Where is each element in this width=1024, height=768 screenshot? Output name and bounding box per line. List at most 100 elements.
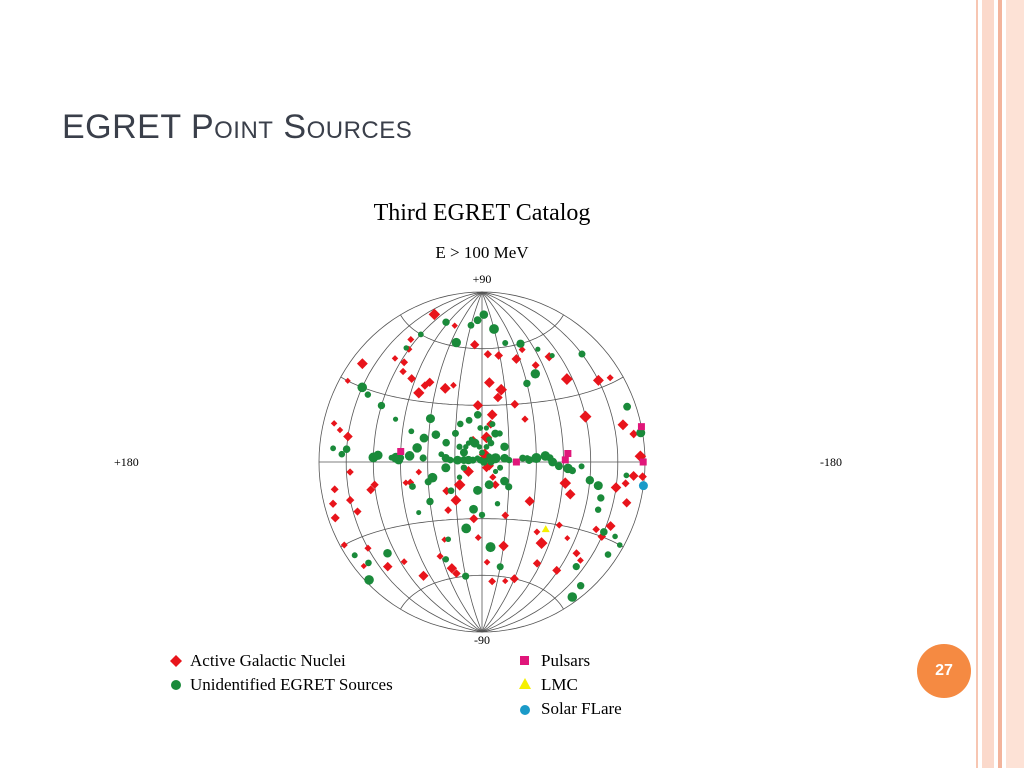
stripe — [998, 0, 1002, 768]
legend-item-agn: Active Galactic Nuclei — [170, 651, 346, 670]
agn-point — [544, 352, 554, 362]
agn-point — [370, 480, 379, 489]
unidentified-point — [479, 449, 485, 456]
unidentified-point — [616, 542, 623, 548]
unidentified-point — [456, 443, 463, 450]
stripe — [1006, 0, 1024, 768]
axis-label-right: -180 — [820, 455, 842, 469]
agn-point — [521, 415, 529, 423]
agn-point — [391, 355, 399, 362]
unidentified-point — [408, 428, 415, 435]
agn-point — [606, 374, 614, 382]
agn-point — [450, 381, 457, 389]
agn-point — [511, 354, 522, 364]
unidentified-point — [491, 429, 500, 438]
legend-label-unidentified: Unidentified EGRET Sources — [190, 675, 393, 694]
grid-parallel — [340, 518, 624, 548]
unidentified-point — [473, 316, 482, 325]
unidentified-point — [373, 450, 383, 460]
unidentified-point — [484, 480, 494, 490]
agn-point — [346, 468, 354, 476]
unidentified-point — [342, 445, 351, 454]
agn-point — [617, 419, 629, 431]
unidentified-point — [465, 416, 473, 424]
unidentified-point — [425, 414, 435, 424]
unidentified-point — [568, 467, 576, 475]
unidentified-point — [451, 429, 459, 437]
unidentified-point — [467, 321, 475, 329]
agn-point — [484, 377, 495, 388]
agn-point — [353, 507, 362, 516]
unidentified-point — [426, 497, 434, 506]
agn-point — [610, 482, 622, 493]
unidentified-point — [502, 339, 509, 346]
agn-point — [494, 351, 504, 360]
agn-point — [330, 420, 338, 427]
unidentified-point — [623, 472, 630, 479]
agn-point — [579, 410, 592, 423]
pulsar-point — [397, 448, 405, 456]
agn-point — [472, 400, 484, 411]
unidentified-point — [364, 575, 374, 585]
agn-point — [493, 392, 503, 403]
unidentified-point — [530, 369, 541, 379]
pulsar-point — [512, 458, 520, 466]
unidentified-point — [500, 442, 509, 451]
legend-label-pulsars: Pulsars — [541, 651, 590, 670]
unidentified-point — [489, 421, 496, 428]
agn-point — [495, 383, 508, 396]
unidentified-point — [594, 506, 602, 513]
agn-point — [532, 559, 542, 568]
agn-point — [451, 322, 458, 329]
agn-point — [439, 382, 451, 394]
unidentified-point — [478, 511, 486, 519]
agn-point — [564, 535, 571, 542]
unidentified-point — [383, 548, 392, 558]
agn-point — [356, 358, 368, 370]
agn-point — [491, 480, 500, 489]
unidentified-point — [554, 462, 563, 471]
solar-flare-point — [638, 481, 648, 491]
agn-point — [344, 377, 351, 384]
agn-point — [572, 549, 581, 558]
unidentified-point — [585, 476, 595, 485]
unidentified-point — [578, 463, 585, 470]
unidentified-point — [572, 563, 580, 571]
agn-point — [364, 544, 372, 552]
agn-point — [489, 473, 497, 481]
unidentified-point — [461, 523, 472, 534]
agn-point — [502, 577, 509, 585]
unidentified-point — [451, 337, 461, 348]
agn-point — [518, 346, 526, 354]
unidentified-point — [419, 433, 429, 443]
legend-label-solar-flare: Solar FLare — [541, 699, 622, 718]
pulsar-point — [639, 458, 647, 466]
agn-point — [366, 485, 376, 495]
chart-title: Third EGRET Catalog — [374, 200, 591, 226]
unidentified-point — [412, 443, 422, 453]
unidentified-point — [431, 430, 441, 439]
agn-point — [360, 562, 367, 570]
agn-point — [510, 399, 520, 409]
agn-point — [559, 477, 572, 489]
unidentified-point — [453, 455, 462, 465]
agn-point — [402, 479, 410, 487]
unidentified-point — [490, 453, 501, 464]
unidentified-point — [483, 425, 489, 431]
unidentified-point — [427, 472, 438, 483]
axis-label-bottom: -90 — [474, 633, 490, 647]
unidentified-point — [576, 581, 585, 590]
agn-point — [340, 541, 348, 549]
unidentified-point — [497, 464, 504, 471]
unidentified-point — [463, 444, 469, 450]
unidentified-point — [465, 440, 472, 446]
unidentified-point — [492, 468, 499, 475]
agn-point — [488, 577, 497, 586]
agn-point — [400, 358, 409, 367]
unidentified-point — [468, 436, 474, 442]
legend-item-solar-flare: Solar FLare — [520, 699, 622, 718]
unidentified-point — [416, 510, 422, 516]
agn-point — [498, 540, 509, 552]
agn-point — [555, 521, 563, 529]
unidentified-point — [460, 464, 468, 471]
